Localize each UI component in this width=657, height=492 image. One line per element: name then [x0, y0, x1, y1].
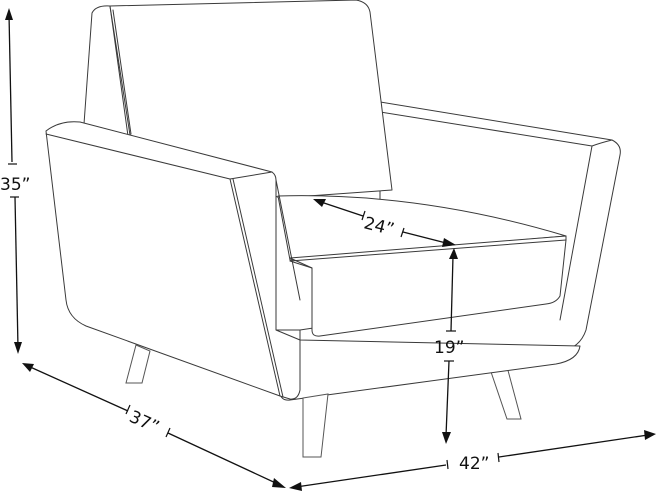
width-dimension: 42” [289, 430, 656, 491]
height-dimension: 35” [0, 8, 30, 354]
height-label: 35” [0, 175, 30, 195]
front-leg [302, 393, 329, 458]
width-label: 42” [459, 454, 489, 474]
seat-height-dimension: 19” [434, 248, 464, 444]
depth-label: 37” [126, 407, 162, 438]
seat-height-label: 19” [434, 338, 464, 358]
back-left-leg [125, 344, 151, 384]
backrest-wing [83, 5, 129, 137]
armchair-drawing [45, 0, 621, 458]
depth-dimension: 37” [22, 363, 286, 488]
chair-base [269, 329, 581, 401]
left-arm [45, 121, 301, 400]
seat-cushion-front [289, 235, 567, 337]
